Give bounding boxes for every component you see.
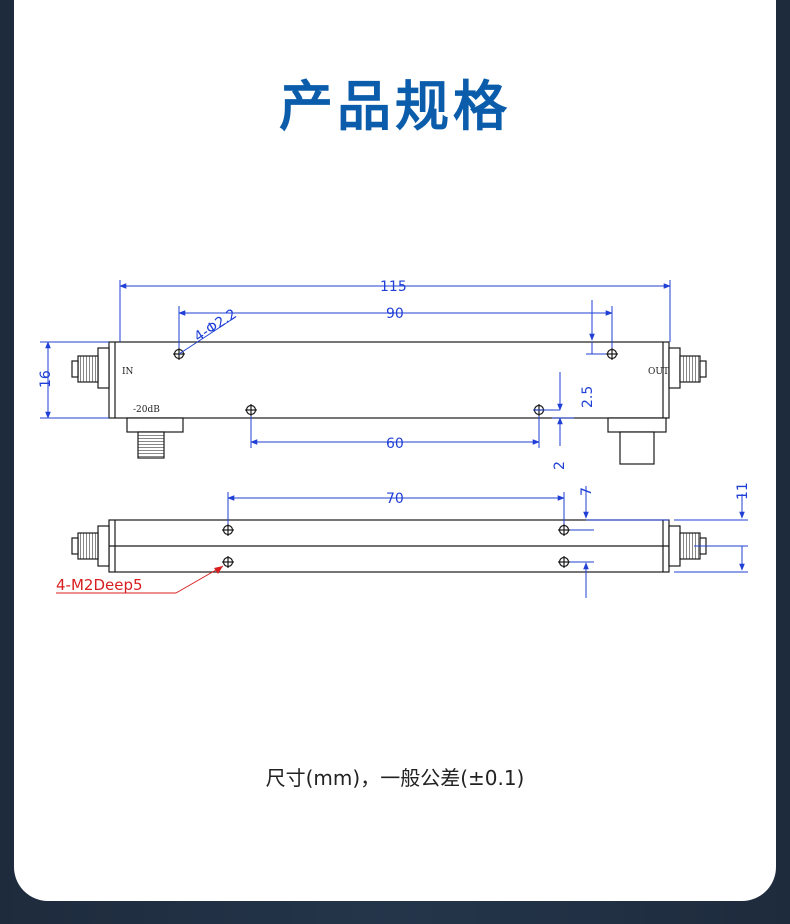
page-title: 产品规格 (279, 75, 511, 138)
output-connector (668, 347, 707, 389)
input-connector (71, 347, 110, 389)
dim-hole-spec: 4-Φ2.2 (191, 306, 239, 345)
tap-spec-label: 4-M2Deep5 (56, 576, 143, 594)
top-view-dimensions (40, 280, 671, 448)
tapped-holes-side (222, 524, 570, 568)
dim-height-left: 16 (38, 370, 54, 388)
dim-side-hole-offset: 7 (579, 487, 595, 496)
coupling-label: -20dB (133, 405, 160, 415)
coupled-port-connector (126, 417, 184, 459)
tap-annotation-leader (56, 565, 224, 594)
top-view (71, 341, 707, 465)
side-input-connector (71, 525, 110, 567)
dim-hole-spacing-top: 90 (386, 306, 404, 322)
dim-hole-spacing-bottom: 60 (386, 436, 404, 452)
coupler-body (108, 341, 670, 419)
dim-overall-length: 115 (380, 279, 407, 295)
content-card: 产品规格 (14, 0, 776, 901)
mechanical-drawing: IN OUT -20dB 115 90 (38, 279, 751, 598)
dim-side-hole-spacing: 70 (386, 491, 404, 507)
side-view-dimensions (227, 486, 748, 598)
termination-load (607, 417, 667, 465)
dimension-note: 尺寸(mm)，一般公差(±0.1) (265, 766, 525, 790)
dim-coupled-offset: 2 (552, 461, 568, 470)
dim-side-height: 11 (735, 482, 751, 500)
dim-hole-offset-right: 2.5 (580, 386, 596, 408)
input-port-label: IN (122, 367, 134, 377)
output-port-label: OUT (648, 367, 669, 377)
side-view (71, 519, 707, 573)
